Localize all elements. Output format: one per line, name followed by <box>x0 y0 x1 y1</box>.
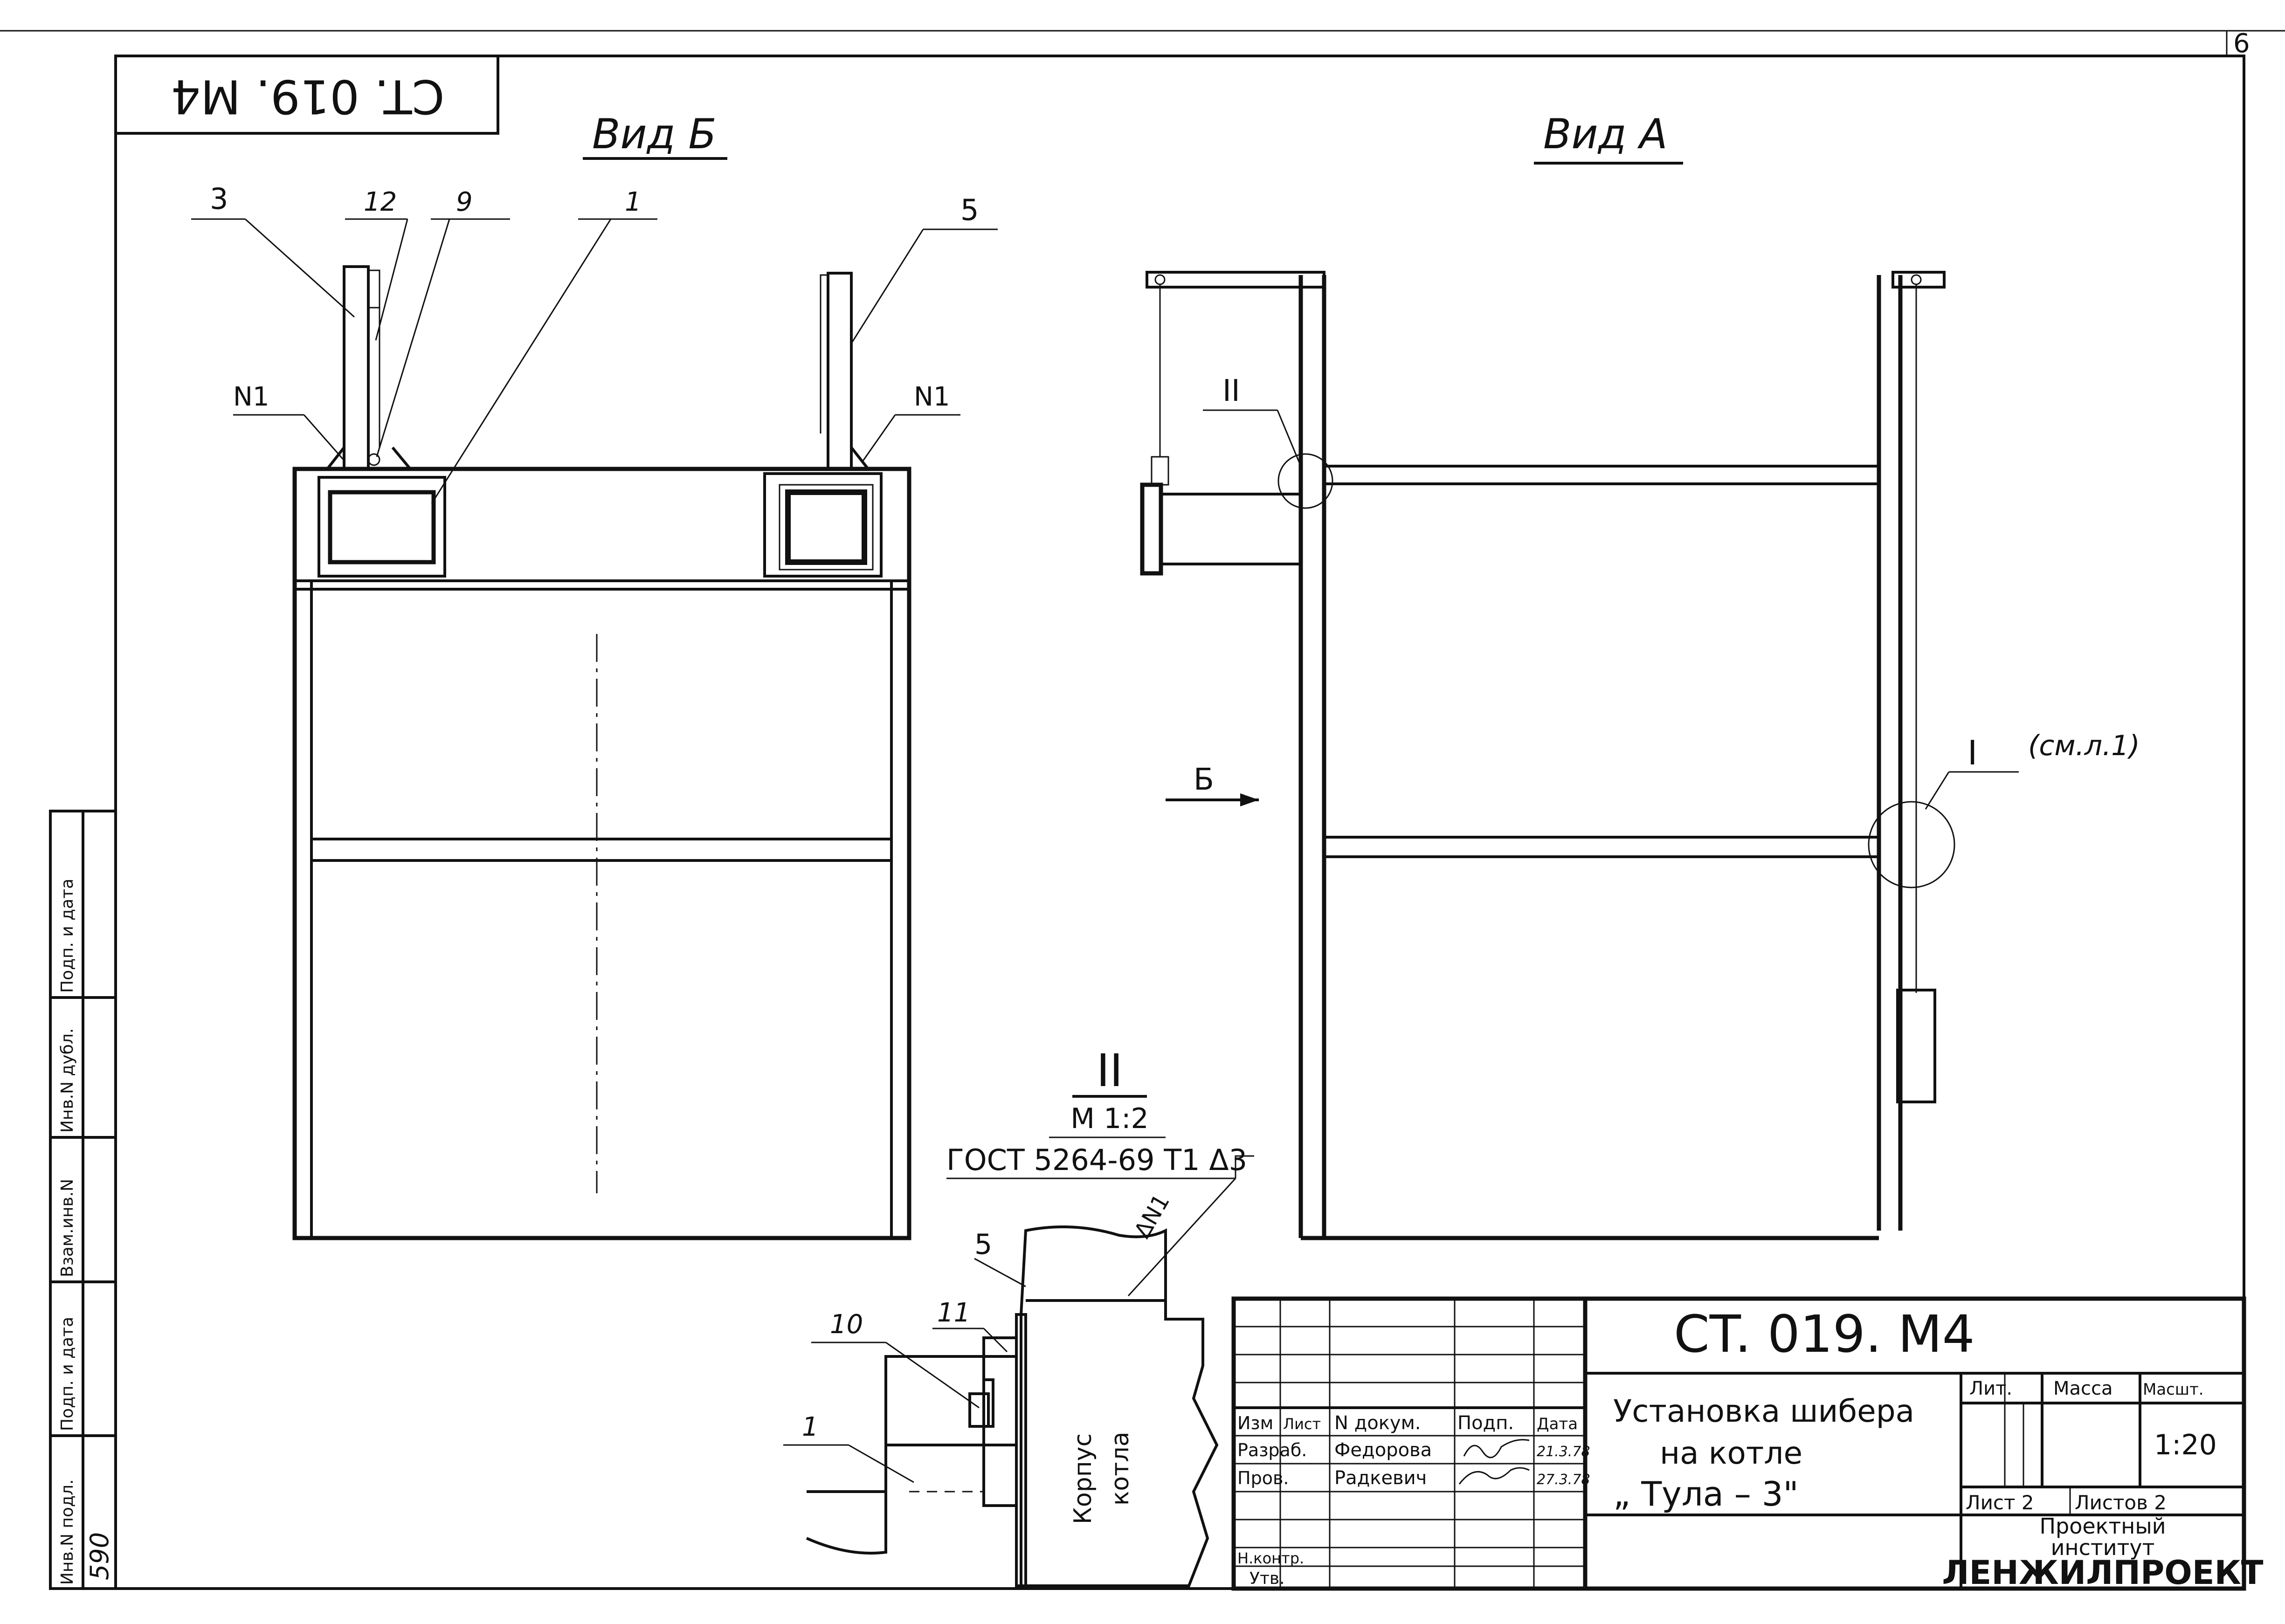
pos-1-detail: 1 <box>802 1412 819 1442</box>
tb-date-prov: 27.3.78 <box>1537 1472 1590 1488</box>
stamp-inv-value: 590 <box>85 1532 114 1580</box>
n1-right: N1 <box>914 382 950 412</box>
stamp-col-podp-data-2: Подп. и дата <box>58 879 77 993</box>
detail-ii-title: II <box>1097 1045 1123 1097</box>
stamp-col-vzam-inv: Взам.инв.N <box>58 1179 77 1277</box>
callout-i-ref: (см.л.1) <box>2028 729 2140 762</box>
pos-11: 11 <box>937 1298 970 1328</box>
tb-title-line2: на котле <box>1660 1435 1802 1471</box>
tb-role-nkontr: Н.контр. <box>1237 1549 1304 1567</box>
tb-role-razrab: Разраб. <box>1237 1440 1307 1460</box>
stamp-col-podp-data-1: Подп. и дата <box>58 1317 77 1431</box>
tb-org-line2: институт <box>2051 1535 2155 1560</box>
signature-prov <box>1458 1467 1530 1485</box>
tb-hdr-list: Лист <box>1283 1415 1321 1433</box>
view-a: Вид А Б I <box>1140 110 2140 1240</box>
tb-name-prov: Радкевич <box>1334 1467 1427 1489</box>
stamp-col-inv-podl: Инв.N подл. <box>58 1479 77 1585</box>
tb-hdr-ndoc: N докум. <box>1334 1412 1421 1434</box>
weld-spec: ГОСТ 5264-69 T1 Δ3 <box>946 1143 1247 1177</box>
pos-12: 12 <box>364 187 397 217</box>
pos-5-detail: 5 <box>974 1228 992 1261</box>
pos-9: 9 <box>456 187 473 217</box>
tb-role-utv: Утв. <box>1250 1569 1285 1588</box>
detail-ii-scale: M 1:2 <box>1070 1102 1148 1135</box>
stamp-col-inv-dubl: Инв.N дубл. <box>58 1028 77 1133</box>
mirrored-code-box: CT. 019. M4 <box>114 55 499 135</box>
tb-hdr-izm: Изм <box>1237 1413 1273 1433</box>
mirrored-document-code: CT. 019. M4 <box>171 69 445 124</box>
side-stamp: Инв.N подл. Подп. и дата Взам.инв.N Инв.… <box>49 810 117 1590</box>
tb-hdr-massa: Масса <box>2053 1378 2113 1399</box>
pos-3: 3 <box>210 182 228 216</box>
pos-1-top: 1 <box>625 187 642 217</box>
callout-i-label: I <box>1967 733 1977 772</box>
tb-sheet: Лист 2 <box>1966 1491 2034 1514</box>
tb-hdr-podp: Подп. <box>1457 1412 1514 1434</box>
title-block: Изм Лист N докум. Подп. Дата Разраб. Фед… <box>1231 1296 2264 1592</box>
boiler-body-line2: котла <box>1106 1431 1134 1506</box>
n1-left: N1 <box>233 382 269 412</box>
view-b-leaders <box>191 218 998 504</box>
tb-scale: 1:20 <box>2154 1429 2217 1461</box>
tb-hdr-lit: Лит. <box>1969 1378 2012 1399</box>
signature-razrab <box>1463 1439 1530 1459</box>
tb-code: CT. 019. M4 <box>1674 1304 1975 1364</box>
tb-hdr-data: Дата <box>1537 1415 1578 1433</box>
tb-date-razrab: 21.3.78 <box>1537 1444 1590 1460</box>
tb-role-prov: Пров. <box>1237 1468 1289 1488</box>
tb-title-line1: Установка шибера <box>1613 1393 1914 1429</box>
tb-org-line1: Проектный <box>2039 1514 2166 1539</box>
tb-sheets: Листов 2 <box>2075 1491 2167 1514</box>
sheet-corner-number: 6 <box>2233 28 2250 59</box>
tb-org-line3: ЛЕНЖИЛПРОЕКТ <box>1942 1554 2263 1592</box>
tb-title-line3: „ Тула – 3" <box>1613 1474 1799 1514</box>
tb-hdr-masshtab: Масшт. <box>2143 1380 2204 1399</box>
detail-ii: II M 1:2 ГОСТ 5264-69 T1 Δ3 ΔN1 Корпус к… <box>783 1045 1254 1587</box>
view-b-title: Вид Б <box>592 110 717 158</box>
pos-5-top: 5 <box>960 193 979 227</box>
view-a-title: Вид А <box>1543 110 1668 158</box>
pos-10: 10 <box>830 1309 863 1340</box>
boiler-body-line1: Корпус <box>1069 1433 1097 1524</box>
tb-name-razrab: Федорова <box>1334 1439 1432 1461</box>
callout-ii-label: II <box>1222 374 1240 408</box>
arrow-b-label: Б <box>1194 763 1214 797</box>
view-b: Вид Б <box>191 110 998 1240</box>
